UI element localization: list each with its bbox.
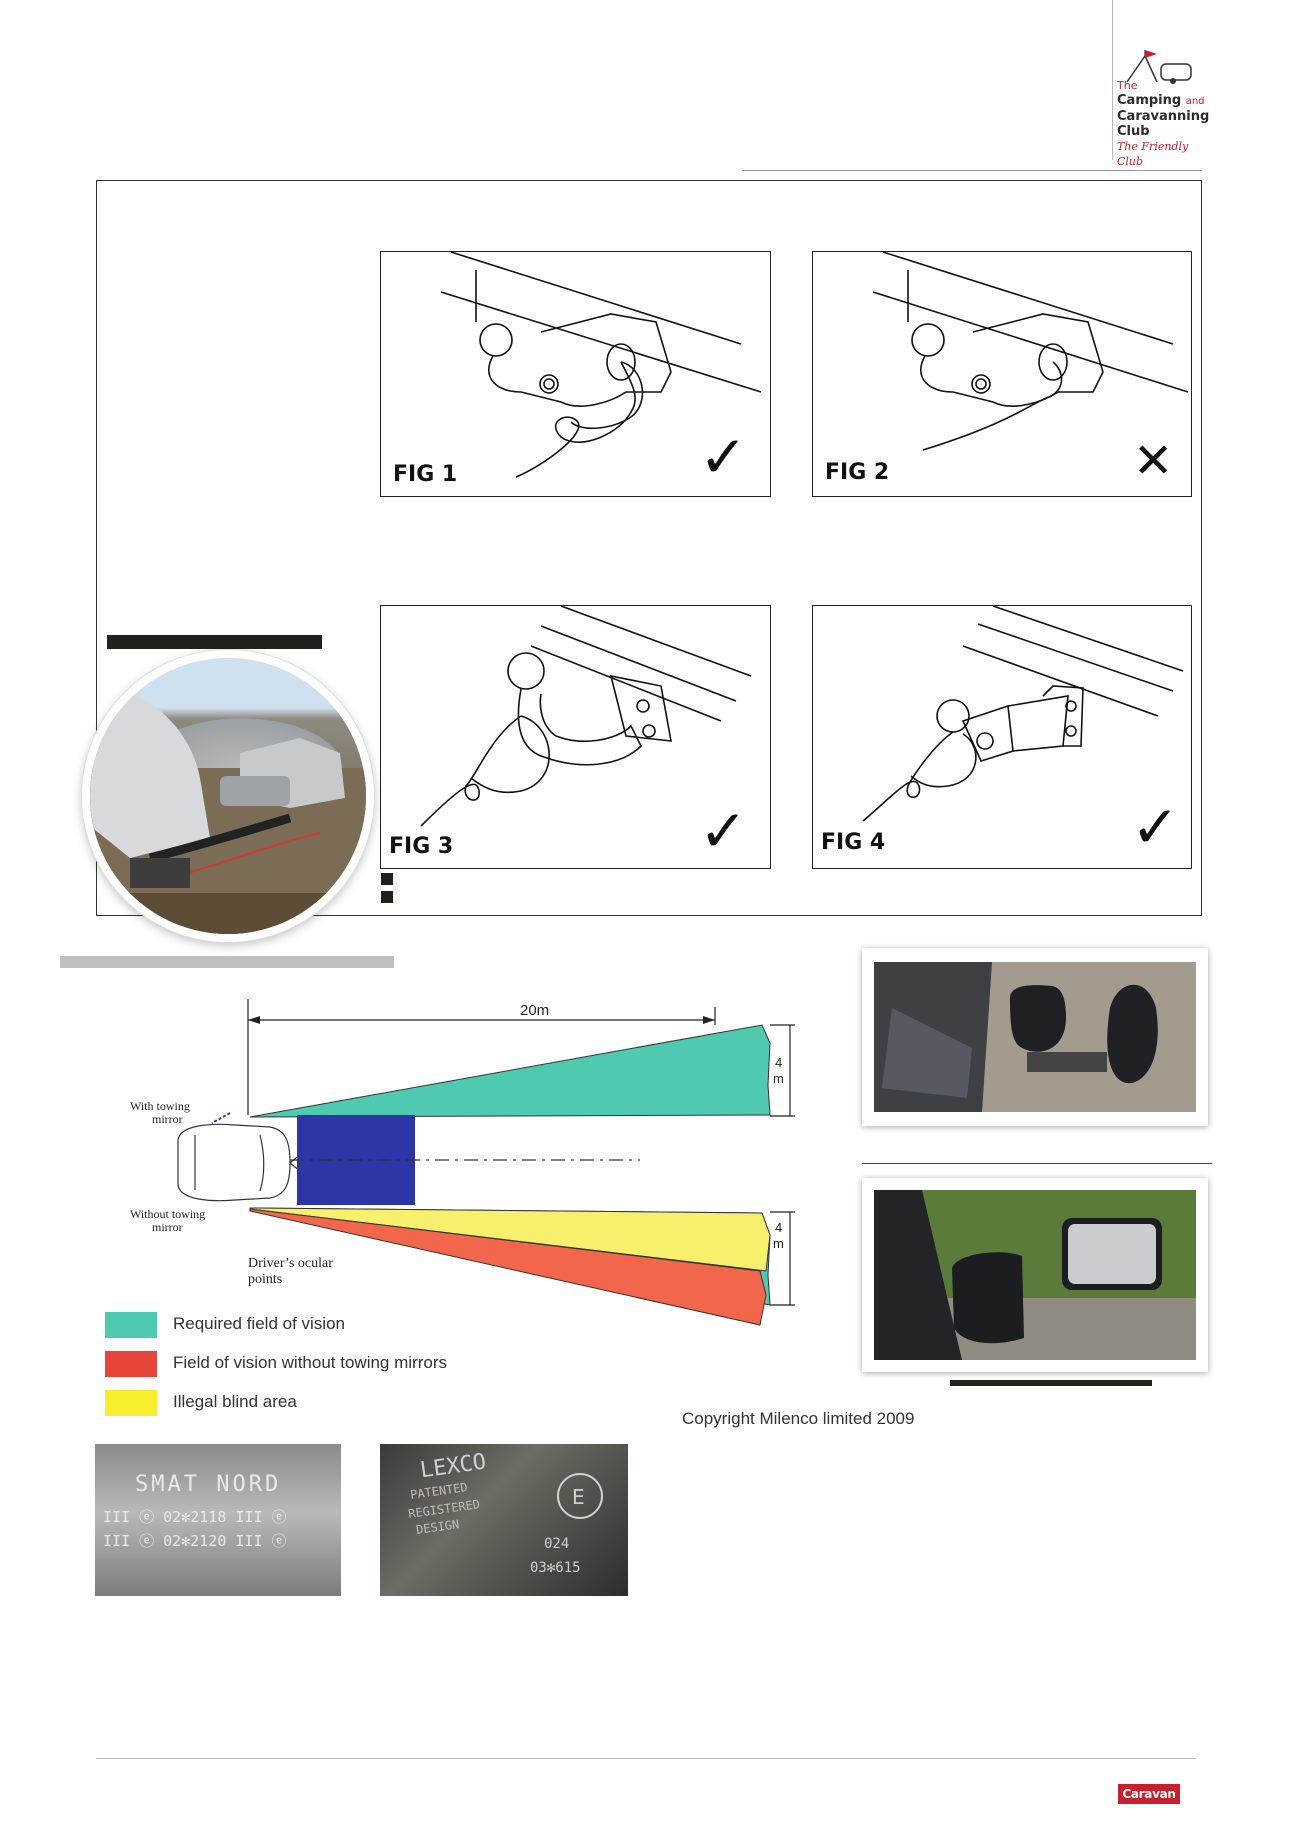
required-vision-top	[249, 1024, 771, 1118]
fig4-drawing	[862, 606, 1184, 822]
with-mirror-label-2: mirror	[152, 1112, 183, 1126]
legend-swatch-without	[105, 1351, 157, 1377]
legend-without-text: Field of vision without towing mirrors	[173, 1353, 447, 1372]
fig2-drawing	[872, 252, 1189, 451]
fig4-tick-icon: ✓	[1131, 793, 1180, 861]
mirror-photo-2-image	[874, 1190, 1196, 1360]
vision-diagram: 20m 4 m 4 m With towing mirror Without t…	[130, 999, 795, 1326]
without-mirror-label: Without towing	[130, 1207, 205, 1221]
logo-line-club: Club	[1117, 124, 1150, 139]
bullet-square	[381, 873, 393, 885]
approval-e-mark-icon: E	[557, 1473, 603, 1519]
plate1-row1: III ⓔ 02✻2118 III ⓔ	[103, 1508, 287, 1526]
fig1-tick-icon: ✓	[699, 423, 748, 491]
hitch-photo	[90, 679, 366, 934]
width-top-unit: m	[773, 1071, 784, 1086]
width-bottom-unit: m	[773, 1236, 784, 1251]
caravan-tent-icon	[1126, 50, 1192, 84]
without-mirror-field	[249, 1208, 767, 1326]
fig4-panel: FIG 4 ✓	[812, 605, 1192, 869]
mirror-photo-1-image	[874, 962, 1196, 1112]
without-mirror-label-2: mirror	[152, 1220, 183, 1234]
mirror-photo-1	[862, 948, 1208, 1126]
legend-illegal-text: Illegal blind area	[173, 1392, 297, 1411]
logo-line-caravanning: Caravanning	[1117, 109, 1210, 124]
mirror-photo-2	[862, 1178, 1208, 1372]
logo-line-camping: Camping	[1117, 93, 1182, 108]
svg-text:E: E	[572, 1485, 585, 1509]
fig2-cross-icon: ✕	[1133, 433, 1174, 489]
footer-rule	[96, 1758, 1196, 1759]
legend-swatch-required	[105, 1312, 157, 1338]
fig2-label: FIG 2	[825, 460, 890, 485]
plate2-code1: 024	[544, 1536, 570, 1552]
fig1-panel: FIG 1 ✓	[380, 251, 771, 497]
logo-and: and	[1185, 96, 1205, 107]
hitch-photo-circle	[82, 650, 374, 942]
legend-required-text: Required field of vision	[173, 1314, 345, 1333]
ocular-label: Driver’s ocular	[248, 1256, 333, 1271]
legend-swatch-illegal	[105, 1390, 157, 1416]
fig1-drawing	[440, 252, 762, 478]
logo-wordmark: The Camping and Caravanning Club The Fri…	[1117, 78, 1209, 169]
caravan-badge: Caravan	[1118, 1784, 1180, 1804]
distance-label: 20m	[520, 1002, 549, 1019]
copyright-text: Copyright Milenco limited 2009	[682, 1409, 915, 1428]
plate1-row2: III ⓔ 02✻2120 III ⓔ	[103, 1532, 287, 1550]
approval-plate-lexco: LEXCO PATENTED REGISTERED DESIGN 024 03✻…	[380, 1444, 628, 1596]
ocular-label-2: points	[248, 1272, 282, 1287]
plate2-code2: 03✻615	[530, 1560, 581, 1576]
fig2-panel: FIG 2 ✕	[812, 251, 1192, 497]
photo-divider	[862, 1163, 1212, 1164]
fig3-tick-icon: ✓	[699, 797, 748, 865]
plate2-line3: DESIGN	[415, 1517, 461, 1537]
hitch-figures-panel	[96, 180, 1202, 916]
fig3-drawing	[420, 606, 752, 827]
header-rule	[742, 170, 1202, 171]
photo-caption-bar	[950, 1380, 1152, 1386]
fig4-label: FIG 4	[821, 830, 886, 855]
width-top-label: 4	[775, 1055, 782, 1070]
plate2-brand: LEXCO	[418, 1449, 488, 1484]
fig1-label: FIG 1	[393, 462, 458, 487]
club-logo: The Camping and Caravanning Club The Fri…	[1112, 0, 1209, 168]
logo-line-the: The	[1117, 79, 1138, 92]
with-mirror-label: With towing	[130, 1099, 190, 1113]
caption-bar	[107, 635, 322, 649]
fig3-panel: FIG 3 ✓	[380, 605, 771, 869]
logo-tagline: The Friendly Club	[1117, 140, 1189, 168]
fig3-label: FIG 3	[389, 834, 454, 859]
section-bar	[60, 956, 394, 968]
width-bottom-label: 4	[775, 1220, 782, 1235]
plate1-brand: SMAT NORD	[135, 1472, 282, 1497]
approval-plate-smat: SMAT NORD III ⓔ 02✻2118 III ⓔ III ⓔ 02✻2…	[95, 1444, 341, 1596]
bullet-square	[381, 891, 393, 903]
